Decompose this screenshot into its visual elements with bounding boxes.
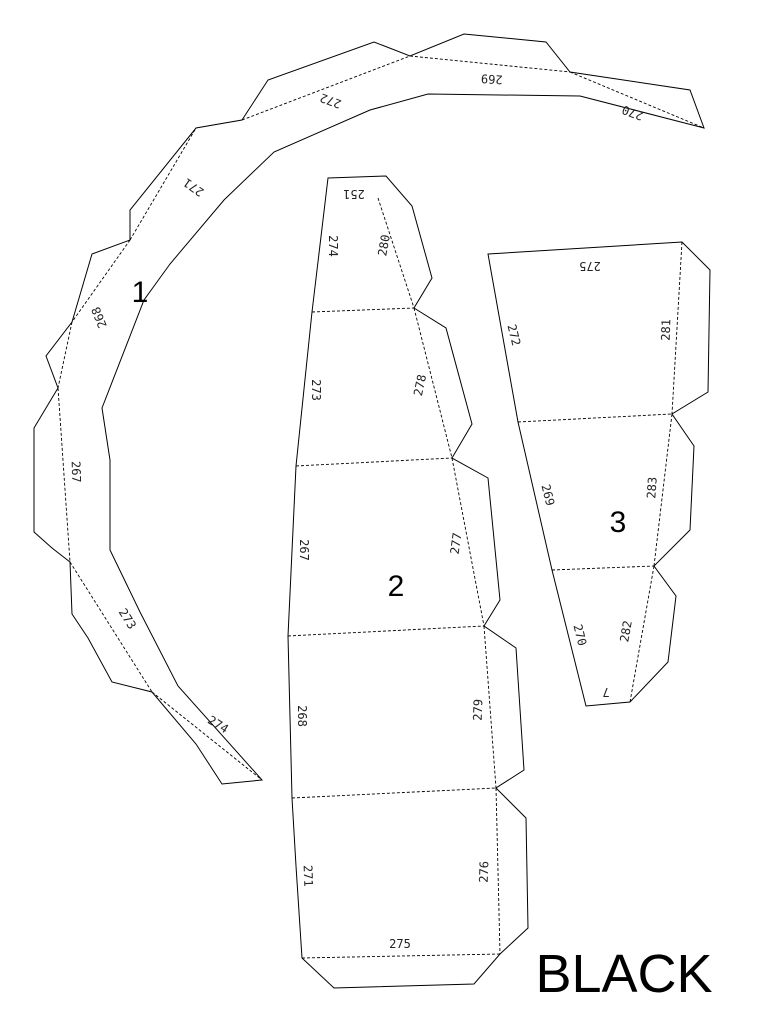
piece-2-edge-label: 267 — [297, 539, 311, 561]
piece-2-edge-label: 278 — [411, 373, 429, 397]
piece-3-edge-label: 281 — [659, 319, 674, 341]
piece-1-edge-label: 274 — [205, 713, 231, 736]
piece-2-edge-label: 277 — [448, 532, 465, 555]
piece-3-edge-label: 7 — [602, 685, 609, 699]
piece-3-edge-label: 275 — [579, 259, 601, 273]
piece-3-edge-label: 282 — [617, 619, 635, 643]
piece-3-fold-lines — [517, 241, 683, 703]
piece-3-number: 3 — [610, 506, 627, 539]
piece-1: 269 270 272 271 268 267 273 274 1 — [33, 33, 705, 785]
piece-1-outline — [33, 33, 705, 785]
piece-1-edge-label: 270 — [620, 102, 645, 123]
piece-2-edge-label: 251 — [343, 187, 365, 201]
piece-1-edge-label: 272 — [318, 90, 343, 111]
piece-1-number: 1 — [132, 276, 149, 309]
piece-3-edge-label: 270 — [570, 623, 589, 647]
piece-3-edge-label: 283 — [644, 476, 659, 499]
piece-3-outline — [487, 241, 711, 707]
piece-1-edge-label: 268 — [89, 305, 110, 330]
piece-1-edge-label: 267 — [69, 461, 84, 483]
piece-2-fold-lines — [287, 197, 501, 959]
color-label: BLACK — [535, 944, 712, 1004]
piece-1-fold-lines — [57, 55, 705, 781]
piece-1-edge-label: 269 — [481, 71, 503, 86]
piece-1-edge-label: 273 — [116, 606, 139, 632]
piece-2: 251 274 280 273 278 267 277 268 279 271 … — [287, 175, 529, 989]
piece-2-outline — [287, 175, 529, 989]
piece-1-edge-label: 271 — [181, 175, 207, 199]
piece-2-edge-label: 271 — [301, 865, 316, 887]
piece-2-number: 2 — [388, 570, 405, 603]
piece-2-edge-label: 274 — [326, 235, 340, 257]
piece-2-edge-label: 273 — [309, 379, 323, 401]
piece-2-edge-label: 279 — [471, 699, 486, 721]
piece-2-edge-label: 268 — [295, 705, 309, 727]
piece-2-edge-label: 275 — [389, 937, 411, 951]
piece-3-edge-label: 269 — [538, 483, 557, 507]
piece-2-edge-label: 280 — [375, 233, 393, 257]
piece-3: 275 272 281 269 283 270 282 7 3 — [487, 241, 711, 707]
piece-3-edge-label: 272 — [504, 323, 523, 347]
piece-2-edge-label: 276 — [477, 861, 492, 883]
